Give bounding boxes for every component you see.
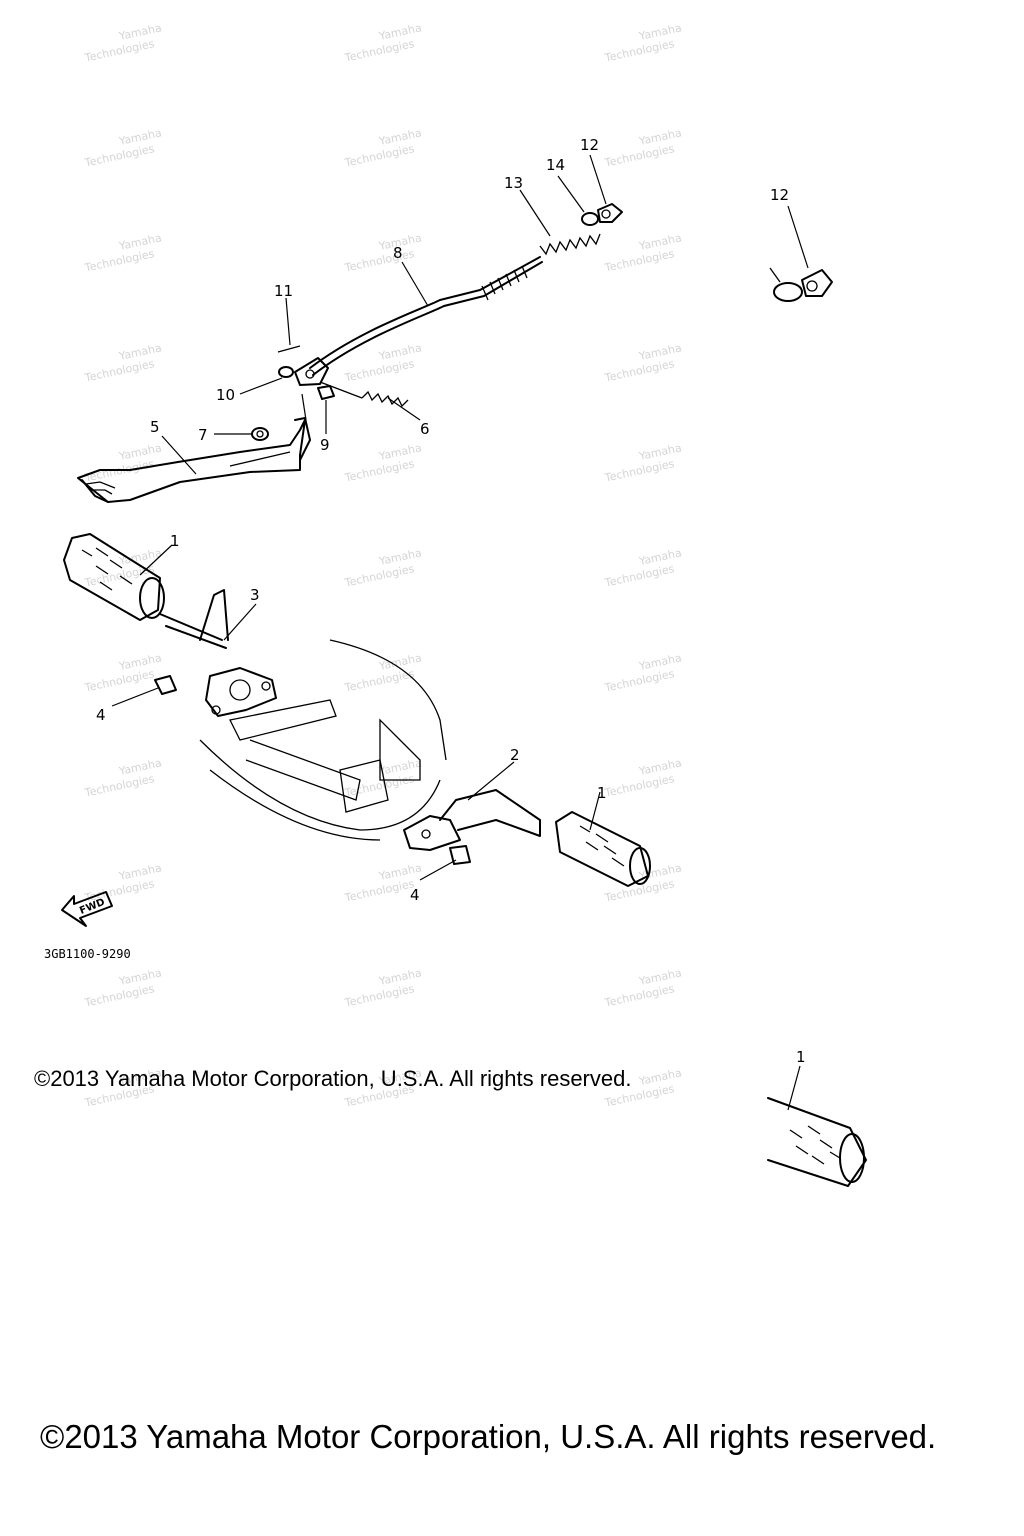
callout-6: 6 (420, 420, 430, 438)
callout-13: 13 (504, 174, 523, 192)
watermark-layer: YamahaTechnologiesYamahaTechnologiesYama… (80, 21, 686, 1109)
watermark: YamahaTechnologies (80, 126, 166, 169)
inset-footrest-grip (767, 1097, 867, 1187)
watermark: YamahaTechnologies (600, 441, 686, 484)
callout-4-lower: 4 (410, 886, 420, 904)
watermark: YamahaTechnologies (80, 756, 166, 799)
footrest-assembly (63, 533, 651, 887)
watermark: YamahaTechnologies (80, 21, 166, 64)
part-code: 3GB1100-9290 (44, 947, 131, 961)
copyright-notice-small: ©2013 Yamaha Motor Corporation, U.S.A. A… (34, 1066, 632, 1091)
callout-12-inset: 12 (770, 186, 789, 204)
callout-1-inset: 1 (796, 1048, 806, 1066)
callout-5: 5 (150, 418, 160, 436)
callout-14: 14 (546, 156, 565, 174)
watermark: YamahaTechnologies (600, 21, 686, 64)
callout-9: 9 (320, 436, 330, 454)
copyright-notice-large: ©2013 Yamaha Motor Corporation, U.S.A. A… (40, 1418, 937, 1455)
watermark: YamahaTechnologies (80, 341, 166, 384)
callout-4-upper: 4 (96, 706, 106, 724)
watermark: YamahaTechnologies (80, 546, 166, 589)
watermark: YamahaTechnologies (600, 231, 686, 274)
callout-1-left: 1 (170, 532, 180, 550)
watermark: YamahaTechnologies (340, 966, 426, 1009)
callout-11: 11 (274, 282, 293, 300)
watermark: YamahaTechnologies (600, 546, 686, 589)
watermark: YamahaTechnologies (340, 441, 426, 484)
watermark: YamahaTechnologies (600, 651, 686, 694)
inset-adjuster (769, 267, 833, 302)
watermark: YamahaTechnologies (80, 231, 166, 274)
watermark: YamahaTechnologies (340, 231, 426, 274)
watermark: YamahaTechnologies (80, 861, 166, 904)
watermark: YamahaTechnologies (340, 546, 426, 589)
callout-2: 2 (510, 746, 520, 764)
watermark: YamahaTechnologies (600, 966, 686, 1009)
callout-7: 7 (198, 426, 208, 444)
watermark: YamahaTechnologies (600, 756, 686, 799)
watermark: YamahaTechnologies (80, 651, 166, 694)
watermark: YamahaTechnologies (80, 441, 166, 484)
callout-3: 3 (250, 586, 260, 604)
callout-8: 8 (393, 244, 403, 262)
callout-labels: 1 1 1 2 3 4 4 5 6 7 8 9 10 11 12 12 13 1… (96, 136, 806, 1066)
watermark: YamahaTechnologies (600, 341, 686, 384)
callout-10: 10 (216, 386, 235, 404)
callout-12: 12 (580, 136, 599, 154)
callout-1-right: 1 (597, 784, 607, 802)
watermark: YamahaTechnologies (340, 21, 426, 64)
watermark: YamahaTechnologies (340, 126, 426, 169)
callout-leaders (111, 154, 809, 1111)
watermark: YamahaTechnologies (80, 966, 166, 1009)
watermark: YamahaTechnologies (600, 126, 686, 169)
brake-pedal-assembly (77, 203, 623, 503)
